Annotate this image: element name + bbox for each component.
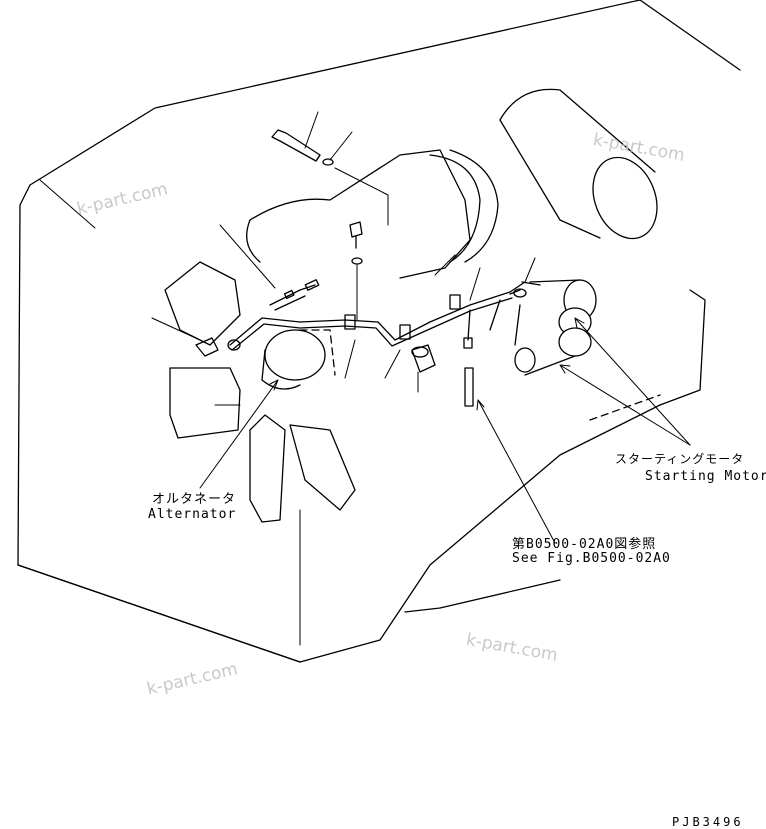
wiring-harness: [229, 279, 541, 351]
bolt-middle: [349, 221, 363, 321]
elbow-connector: [151, 317, 241, 357]
cable: [299, 254, 536, 646]
cooling-fan: [164, 261, 356, 523]
leader-lines: [39, 179, 691, 544]
see-fig-label-jp: 第B0500-02A0図参照: [512, 537, 657, 552]
starting-motor-label-en: Starting Motor: [645, 469, 766, 484]
alternator-label-en: Alternator: [148, 507, 237, 522]
turbocharger: [246, 149, 499, 279]
see-fig-label-en: See Fig.B0500-02A0: [512, 551, 671, 566]
starting-motor-label-jp: スターティングモータ: [615, 452, 745, 466]
starting-motor: [514, 279, 597, 376]
bolt-top: [271, 111, 389, 226]
drawing-code: PJB3496: [672, 815, 744, 829]
alternator-label-jp: オルタネータ: [152, 492, 237, 507]
alternator-body: [261, 329, 336, 390]
air-cleaner: [499, 88, 658, 240]
spacer: [411, 344, 436, 373]
engine-outline: [17, 0, 741, 663]
